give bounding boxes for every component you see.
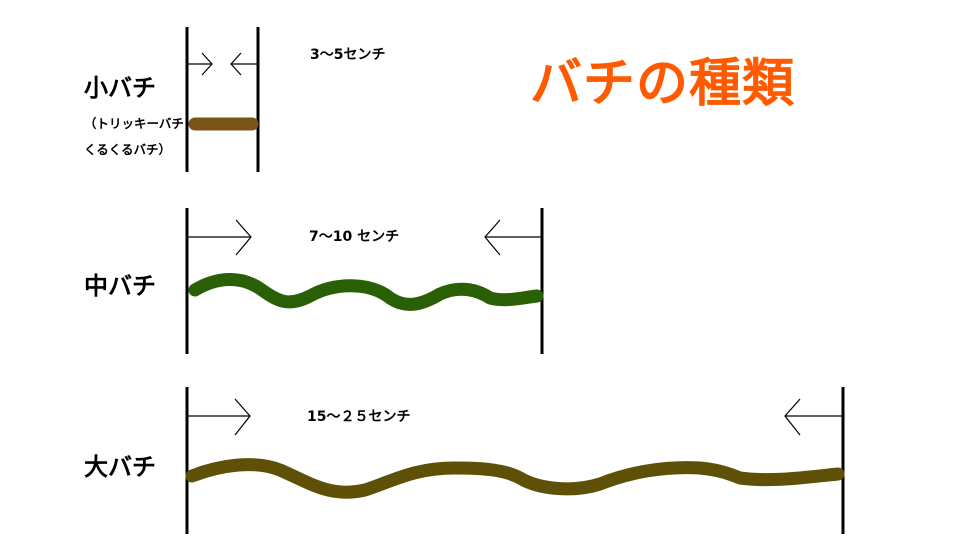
- large-pick-label: 大バチ: [84, 453, 156, 481]
- large-pick-diagram: [185, 387, 845, 534]
- medium-pick-size: 7～10 センチ: [309, 229, 400, 245]
- medium-pick-label: 中バチ: [84, 272, 156, 300]
- medium-pick-wave: [188, 272, 544, 311]
- small-pick-label: 小バチ: [84, 74, 156, 102]
- small-pick-note-line2: くるくるバチ）: [84, 142, 172, 157]
- small-pick-note-line1: （トリッキーバチ: [84, 116, 184, 131]
- arrow-right-icon: [188, 52, 213, 76]
- arrow-left-icon: [484, 219, 541, 256]
- arrow-right-icon: [188, 219, 252, 256]
- medium-pick-diagram: [185, 208, 544, 354]
- small-pick-diagram: [185, 27, 260, 172]
- arrow-left-icon: [784, 398, 842, 436]
- page-title: バチの種類: [530, 54, 796, 114]
- arrow-left-icon: [230, 52, 257, 76]
- large-pick-wave: [185, 458, 845, 499]
- small-pick-size: 3～5センチ: [310, 47, 386, 63]
- arrow-right-icon: [188, 398, 251, 436]
- large-pick-size: 15～２５センチ: [307, 409, 411, 425]
